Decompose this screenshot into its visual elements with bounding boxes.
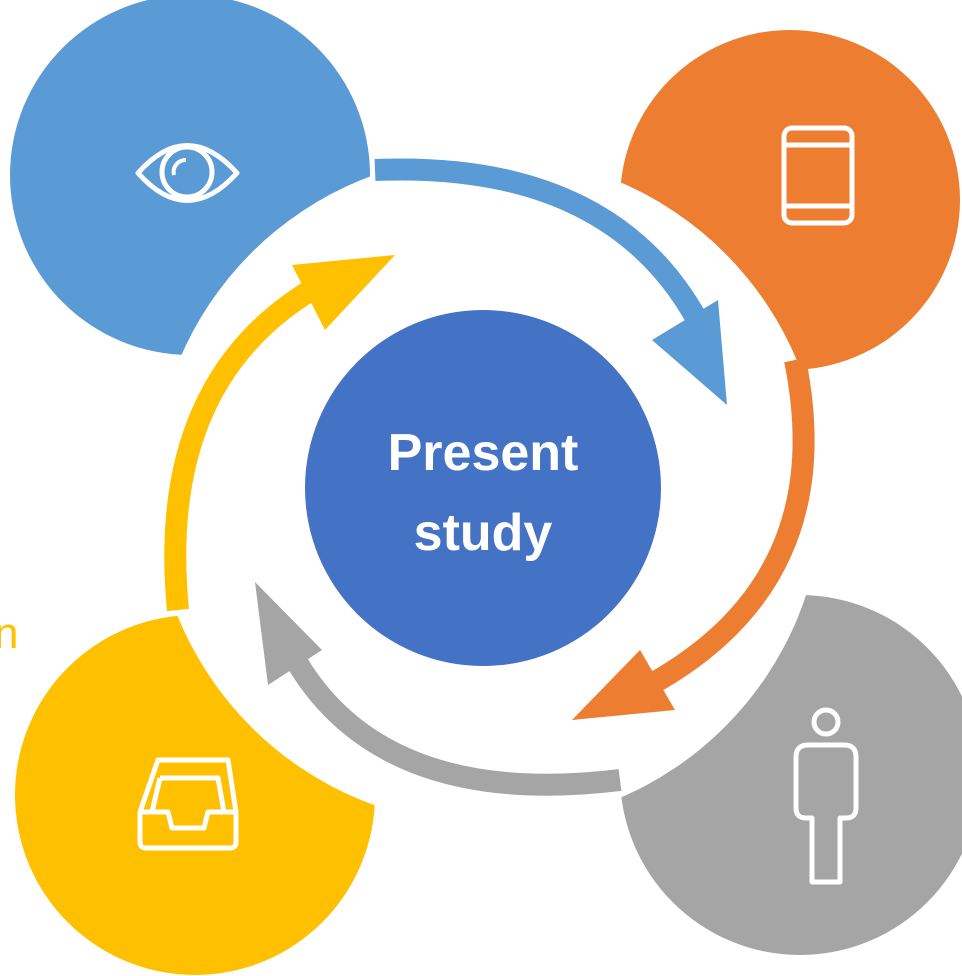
person-icon [793,707,859,885]
arrow-gray [280,644,622,796]
arrow-orange-head [572,650,675,720]
center-label-line1: Present [388,424,579,482]
eye-icon [135,143,240,203]
arrow-yellow-head [292,255,395,330]
tablet-icon [781,125,855,226]
left-edge-label-fragment: n [0,609,18,658]
arrow-yellow [164,272,331,612]
center-label-line2: study [414,504,553,562]
arrow-orange [644,357,815,695]
arrow-blue-head [652,300,727,405]
arrow-blue [374,158,715,340]
inbox-tray-icon [137,757,239,851]
center-circle [305,310,661,666]
arrow-gray-head [255,582,322,685]
